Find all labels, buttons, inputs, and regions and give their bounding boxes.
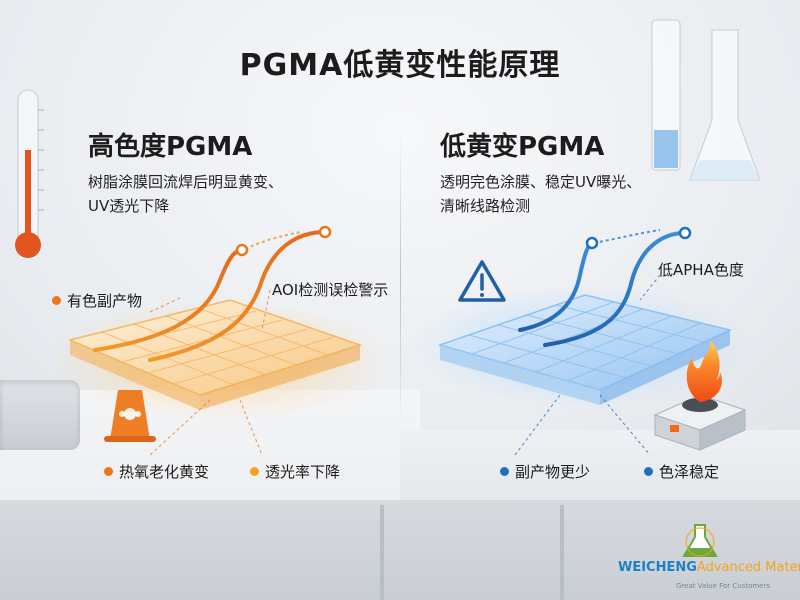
blue-dot-icon (644, 467, 653, 476)
left-desc-line-1: 树脂涂膜回流焊后明显黄变、 (88, 173, 284, 191)
orange-dot-icon (52, 296, 61, 305)
orange-dot-icon (250, 467, 259, 476)
flask-icon (689, 29, 761, 181)
cabinet-gap (380, 505, 384, 600)
brand-slogan: Great Value For Customers (676, 582, 770, 590)
label-colored-byproduct: 有色副产物 (52, 290, 142, 311)
left-heading: 高色度PGMA (88, 132, 253, 162)
page-title: PGMA低黄变性能原理 (239, 48, 561, 83)
right-heading: 低黄变PGMA (440, 132, 605, 162)
right-curve-2 (543, 231, 687, 347)
right-desc-line-1: 透明完色涂膜、稳定UV曝光、 (440, 173, 642, 191)
orange-dot-icon (104, 467, 113, 476)
left-coating-plate (67, 299, 363, 410)
right-coating-plate (437, 294, 733, 405)
right-desc-line-2: 清晰线路检测 (440, 197, 531, 215)
sink (0, 380, 80, 450)
left-curve-1 (93, 248, 244, 352)
stove-flame-icon (653, 340, 747, 451)
brand-logo-text: WEICHENGAdvanced Material (618, 560, 800, 575)
label-transmittance-drop: 透光率下降 (250, 461, 340, 482)
label-thermal-aging: 热氧老化黄变 (104, 461, 209, 482)
left-desc-line-2: UV透光下降 (88, 197, 170, 215)
cabinet (0, 500, 800, 600)
beaker-icon (651, 19, 681, 171)
left-description: 树脂涂膜回流焊后明显黄变、 UV透光下降 (88, 170, 283, 218)
cabinet-gap (560, 505, 564, 600)
center-divider (400, 130, 401, 430)
label-low-apha: 低APHA色度 (658, 261, 744, 279)
label-aoi-warning: AOI检测误检警示 (272, 281, 389, 299)
label-color-stable: 色泽稳定 (644, 461, 719, 482)
blue-dot-icon (500, 467, 509, 476)
label-fewer-byproducts: 副产物更少 (500, 461, 590, 482)
left-curve-2 (148, 230, 327, 362)
logo-flask-icon (682, 524, 718, 557)
warning-triangle-icon (458, 260, 506, 302)
right-description: 透明完色涂膜、稳定UV曝光、 清晰线路检测 (440, 170, 641, 218)
bell-shield-icon (104, 390, 156, 442)
thermometer-icon (15, 89, 44, 258)
